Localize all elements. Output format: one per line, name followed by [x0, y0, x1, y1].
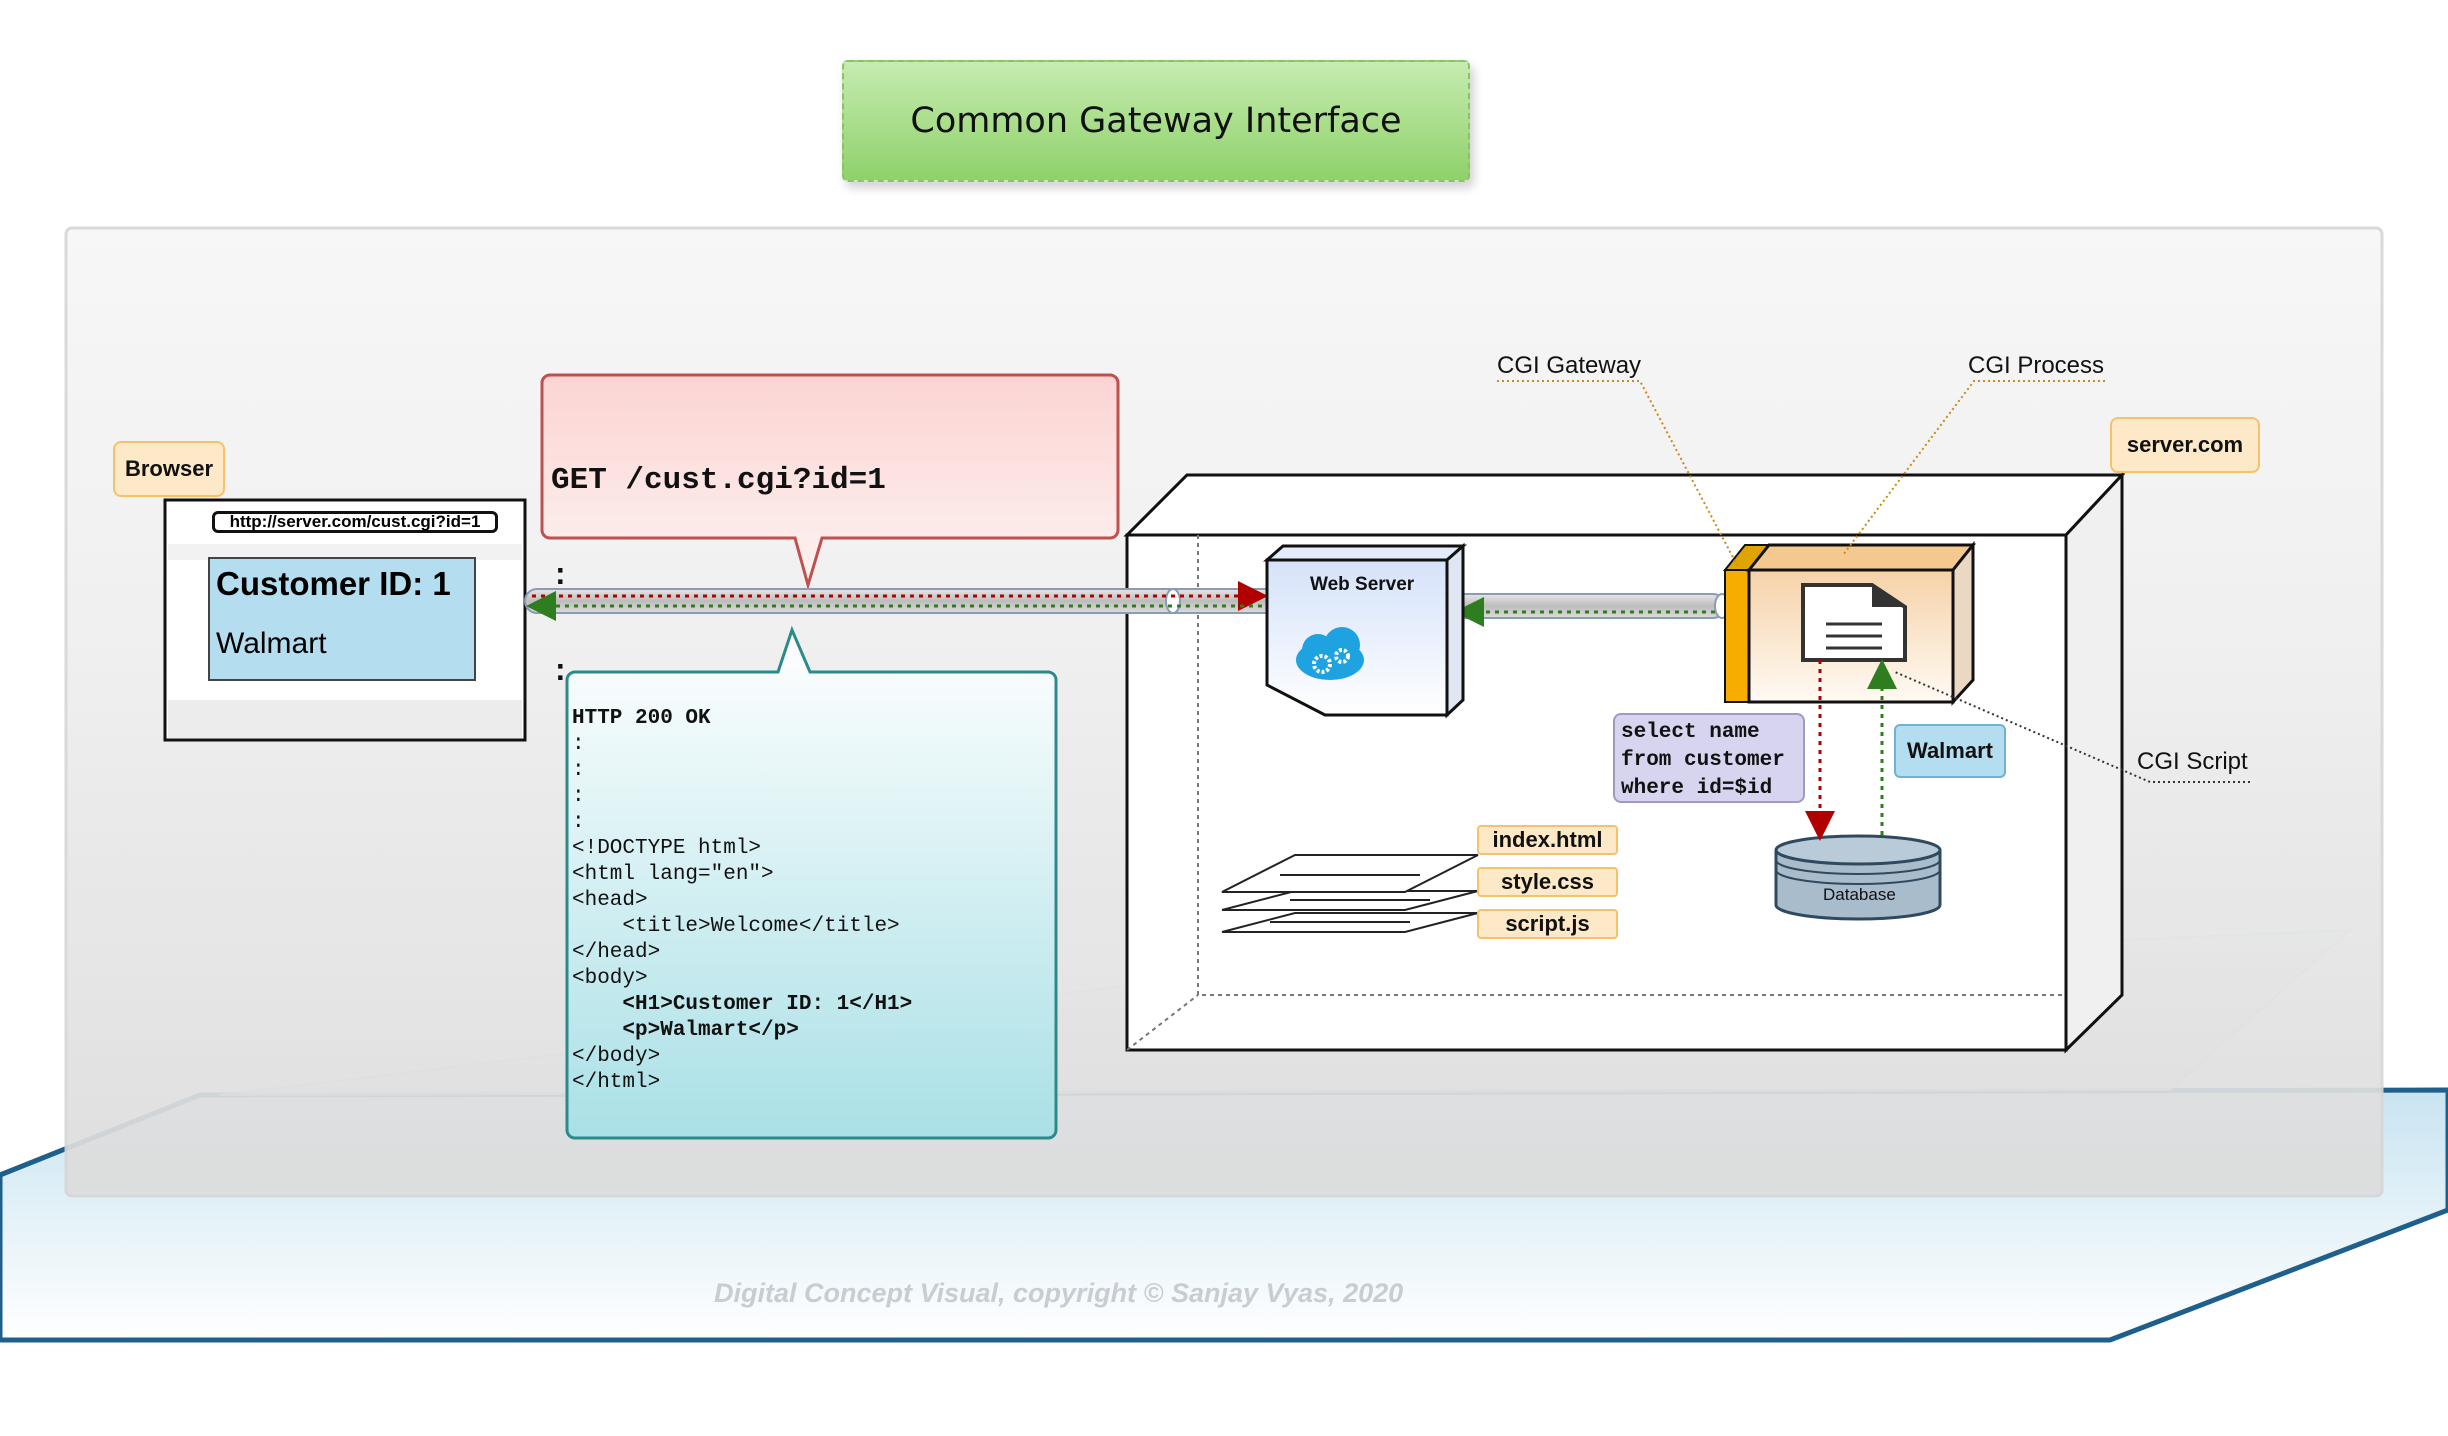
file-script-js: script.js	[1477, 909, 1618, 939]
request-text: GET /cust.cgi?id=1 : :	[551, 401, 886, 721]
response-line: :	[572, 733, 585, 756]
browser-url-bar: http://server.com/cust.cgi?id=1	[212, 511, 498, 533]
files-stack-icon	[1221, 854, 1479, 933]
file-style-css: style.css	[1477, 867, 1618, 897]
response-line: :	[572, 759, 585, 782]
page-text: Walmart	[216, 627, 327, 660]
request-line: :	[551, 559, 570, 594]
request-line: :	[551, 655, 570, 690]
cgi-process-side	[1951, 540, 1975, 706]
copyright-text: Digital Concept Visual, copyright © Sanj…	[714, 1278, 1404, 1308]
response-line: <body>	[572, 967, 648, 990]
response-line: <!DOCTYPE html>	[572, 837, 762, 860]
response-line: <title>Welcome</title>	[572, 915, 900, 938]
browser-toolbar	[168, 544, 522, 560]
gateway-pipe	[1452, 593, 1726, 619]
server-box-inner-diag	[1126, 994, 1199, 1051]
response-line: <H1>Customer ID: 1</H1>	[572, 993, 913, 1016]
file-index-html: index.html	[1477, 825, 1618, 855]
cgi-process-top	[1745, 543, 1977, 572]
request-line: GET /cust.cgi?id=1	[551, 463, 886, 498]
cgi-gateway-label: CGI Gateway	[1497, 352, 1642, 379]
page-heading: Customer ID: 1	[216, 565, 451, 602]
server-tag: server.com	[2110, 417, 2260, 473]
web-server-label: Web Server	[1310, 574, 1415, 595]
response-line: <p>Walmart</p>	[572, 1019, 799, 1042]
response-line: :	[572, 811, 585, 834]
script-document-icon	[1801, 583, 1907, 662]
request-bubble	[540, 373, 1120, 591]
database-label: Database	[1823, 885, 1896, 904]
response-line: </head>	[572, 941, 661, 964]
query-result-tag: Walmart	[1894, 724, 2006, 778]
cgi-script-label: CGI Script	[2137, 748, 2248, 775]
cgi-process-label: CGI Process	[1968, 352, 2105, 379]
response-line: </html>	[572, 1071, 661, 1094]
cloud-gear-icon	[1296, 627, 1364, 680]
response-line: </body>	[572, 1045, 661, 1068]
database-icon	[1774, 834, 1942, 921]
response-text: HTTP 200 OK::::<!DOCTYPE html><html lang…	[572, 706, 912, 1096]
response-bubble	[565, 625, 1058, 1140]
response-line: <head>	[572, 889, 648, 912]
cgi-gateway-block	[1724, 569, 1750, 703]
response-line: :	[572, 785, 585, 808]
web-server-top	[1263, 544, 1467, 562]
web-server-side	[1445, 542, 1465, 719]
pipe-joint	[1165, 588, 1181, 614]
cgi-script-leader	[1894, 671, 2250, 783]
server-box-top	[1123, 473, 2126, 537]
browser-tag: Browser	[113, 441, 225, 497]
browser-page: Customer ID: 1 Walmart	[208, 557, 476, 681]
diagram-title: Common Gateway Interface	[842, 60, 1470, 182]
response-line: HTTP 200 OK	[572, 707, 711, 730]
sql-query: select name from customer where id=$id	[1613, 713, 1805, 803]
cgi-gateway-leader	[1497, 380, 1738, 566]
browser-footer	[168, 700, 522, 738]
server-box-side	[2064, 471, 2124, 1054]
response-line: <html lang="en">	[572, 863, 774, 886]
cgi-process-leader	[1842, 380, 2105, 556]
